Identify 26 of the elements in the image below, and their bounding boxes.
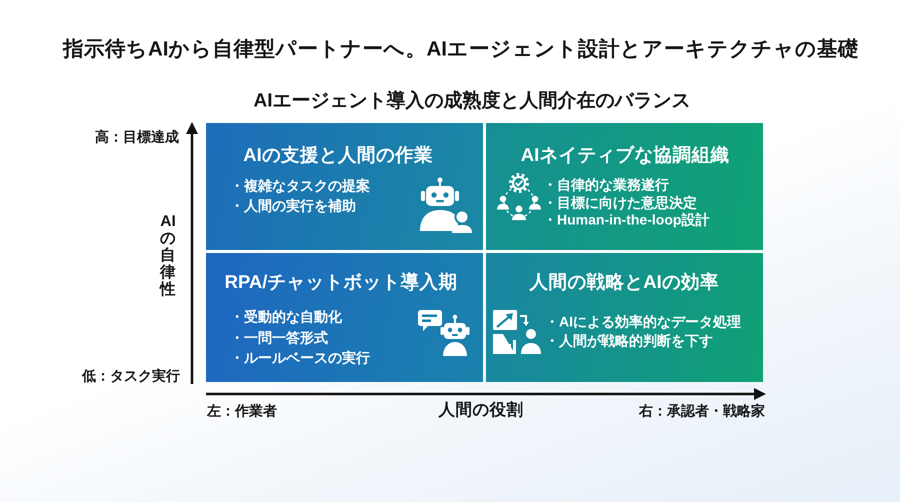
- bullet-item: ・自律的な業務遂行: [543, 176, 669, 194]
- bullet-item: ・AIによる効率的なデータ処理: [545, 314, 741, 330]
- axis-label: 高：目標達成: [95, 128, 179, 146]
- bullet-item: ・人間の実行を補助: [230, 198, 356, 214]
- quadrant-heading: 人間の戦略とAIの効率: [529, 270, 719, 294]
- bullet-item: ・人間が戦略的判断を下す: [545, 332, 713, 349]
- quadrant-box: [206, 123, 483, 250]
- chart-title: AIエージェント導入の成熟度と人間介在のバランス: [254, 90, 690, 114]
- axis-title: 人間の役割: [438, 401, 524, 421]
- quadrant-box: [486, 123, 763, 250]
- axis-label: 右：承認者・戦略家: [639, 402, 765, 420]
- quadrant-heading: AIの支援と人間の作業: [243, 144, 433, 166]
- axis-label: 低：タスク実行: [82, 368, 180, 384]
- bullet-item: ・目標に向けた意思決定: [543, 194, 697, 211]
- quadrant-heading: AIネイティブな協調組織: [520, 144, 730, 166]
- bullet-item: ・複雑なタスクの提案: [230, 178, 370, 194]
- quadrant-box: [206, 253, 483, 382]
- bullet-item: ・受動的な自動化: [230, 308, 342, 326]
- bullet-item: ・一問一答形式: [230, 329, 328, 346]
- quadrant-heading: RPA/チャットボット導入期: [224, 270, 458, 294]
- bullet-item: ・ルールベースの実行: [230, 350, 370, 366]
- title: 指示待ちAIから自律型パートナーへ。AIエージェント設計とアーキテクチャの基礎: [63, 38, 859, 62]
- bullet-item: ・Human-in-the-loop設計: [543, 212, 710, 228]
- axis-title: AIの自律性: [159, 213, 177, 298]
- quadrant-box: [486, 253, 763, 382]
- axis-label: 左：作業者: [207, 402, 277, 420]
